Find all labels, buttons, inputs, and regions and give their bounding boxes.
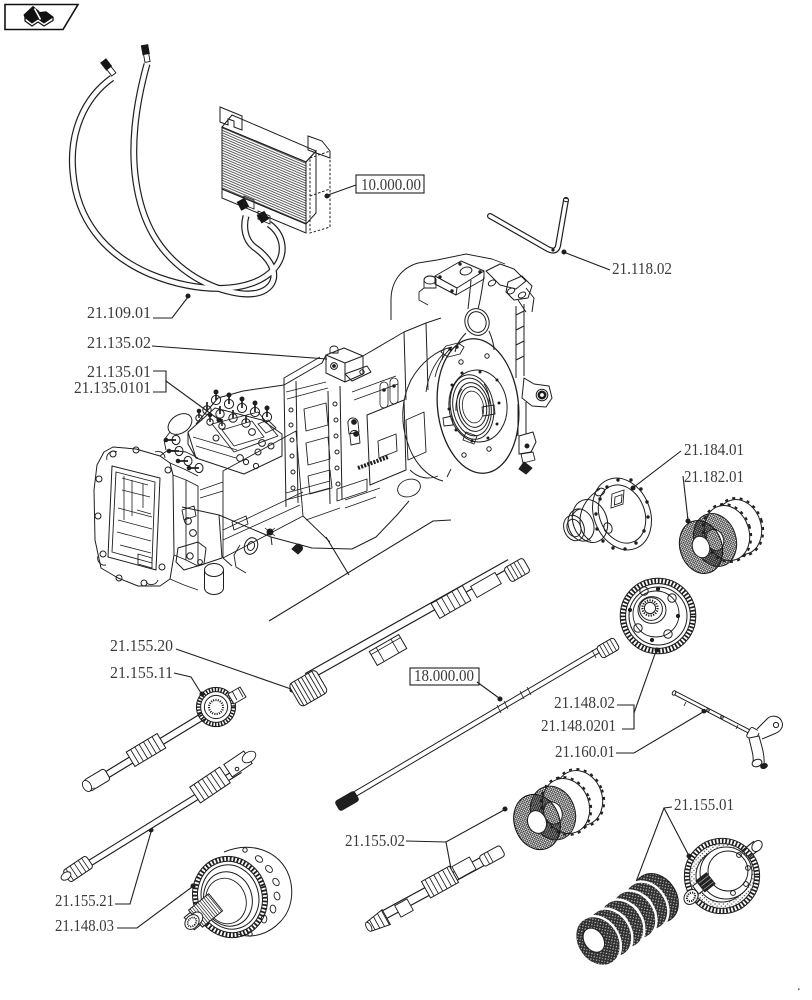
svg-text:21.155.02: 21.155.02 <box>345 831 405 850</box>
svg-text:21.160.01: 21.160.01 <box>555 742 615 761</box>
svg-text:21.135.0101: 21.135.0101 <box>74 378 151 397</box>
svg-text:21.148.03: 21.148.03 <box>55 916 114 935</box>
svg-text:21.184.01: 21.184.01 <box>684 440 744 459</box>
svg-text:21.135.01: 21.135.01 <box>87 362 151 381</box>
svg-text:21.148.0201: 21.148.0201 <box>541 716 616 735</box>
svg-text:21.118.02: 21.118.02 <box>612 259 672 278</box>
svg-text:21.155.11: 21.155.11 <box>110 663 173 682</box>
svg-text:18.000.00: 18.000.00 <box>414 666 474 685</box>
svg-text:.: . <box>797 979 801 994</box>
svg-text:21.148.02: 21.148.02 <box>554 693 615 712</box>
svg-text:21.155.21: 21.155.21 <box>55 891 114 910</box>
svg-text:21.182.01: 21.182.01 <box>684 467 744 486</box>
svg-text:21.109.01: 21.109.01 <box>87 303 151 322</box>
svg-text:21.155.01: 21.155.01 <box>674 795 734 814</box>
svg-text:21.155.20: 21.155.20 <box>110 636 173 655</box>
svg-text:21.135.02: 21.135.02 <box>87 333 151 352</box>
svg-text:10.000.00: 10.000.00 <box>361 175 421 194</box>
